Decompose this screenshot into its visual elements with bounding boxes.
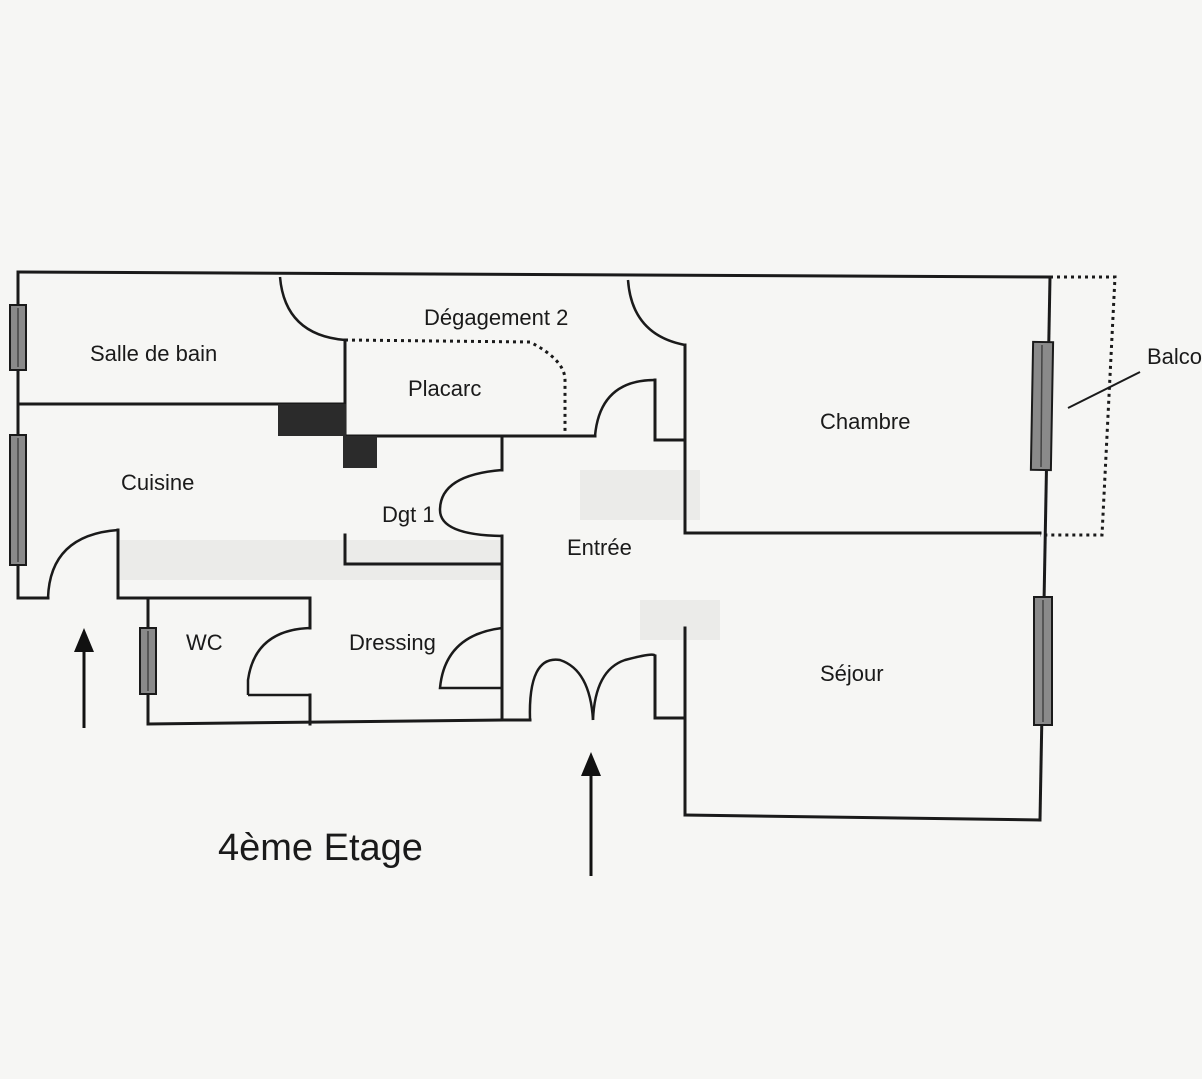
floor-title: 4ème Etage	[218, 827, 423, 869]
windows	[9, 304, 1055, 726]
room-label-cuisine: Cuisine	[121, 470, 194, 495]
room-label-sejour: Séjour	[820, 661, 884, 686]
room-label-placard: Placarc	[408, 376, 481, 401]
room-label-wc: WC	[186, 630, 223, 655]
room-label-dressing: Dressing	[349, 630, 436, 655]
entry-arrow-main	[581, 752, 601, 876]
entry-arrow-service	[74, 628, 94, 728]
room-label-salle-de-bain: Salle de bain	[90, 341, 217, 366]
room-label-chambre: Chambre	[820, 409, 910, 434]
room-label-degagement-2: Dégagement 2	[424, 305, 568, 330]
ducts	[278, 404, 377, 468]
room-label-balcon: Balco	[1147, 344, 1202, 369]
scan-smudges	[120, 470, 720, 640]
room-label-entree: Entrée	[567, 535, 632, 560]
doors	[46, 276, 686, 721]
room-label-dgt-1: Dgt 1	[382, 502, 435, 527]
placard-outline	[344, 338, 567, 436]
balcony-leader-line	[1067, 371, 1141, 409]
